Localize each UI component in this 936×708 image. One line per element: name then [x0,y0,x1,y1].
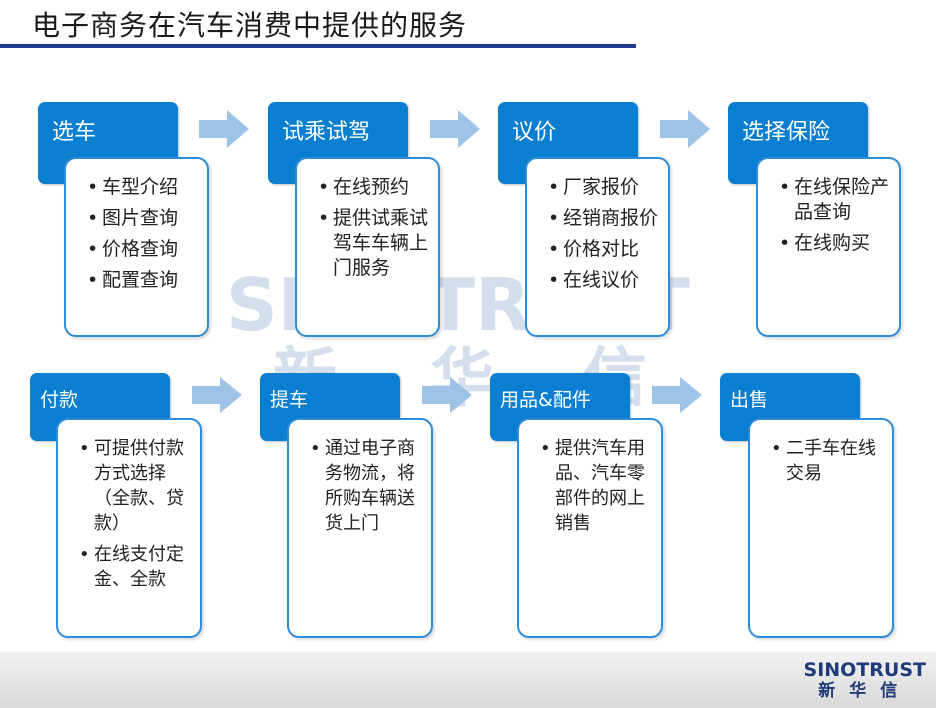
step-item: 图片查询 [87,206,207,231]
step-item: 通过电子商务物流，将所购车辆送货上门 [310,436,421,536]
arrow-right-icon [660,110,710,148]
step-item: 提供试乘试驾车车辆上门服务 [318,206,428,281]
step-title: 提车 [270,389,309,411]
sinotrust-logo: SINOTRUST 新华信 [804,660,926,702]
step-item: 在线议价 [548,268,658,293]
step-title: 议价 [512,120,557,145]
step-item: 可提供付款方式选择（全款、贷款） [79,436,190,536]
arrow-right-icon [199,110,249,148]
arrow-right-icon [192,377,242,413]
step-item: 在线购买 [779,231,889,256]
step-body-pickup: 通过电子商务物流，将所购车辆送货上门 [287,418,433,638]
step-title: 出售 [730,389,769,411]
arrow-right-icon [430,110,480,148]
step-body-insurance: 在线保险产品查询 在线购买 [756,157,901,337]
arrow-right-icon [422,377,472,413]
step-title: 选择保险 [742,120,831,145]
step-header-test-drive: 试乘试驾 [268,102,408,184]
step-item: 车型介绍 [87,175,207,200]
logo-cn: 新华信 [818,681,912,701]
footer-band [0,652,936,708]
page-title: 电子商务在汽车消费中提供的服务 [32,9,468,42]
step-body-sell: 二手车在线交易 [748,418,894,638]
step-title: 用品&配件 [500,389,591,411]
step-body-select-car: 车型介绍 图片查询 价格查询 配置查询 [64,157,209,337]
step-item: 配置查询 [87,268,207,293]
logo-en: SINOTRUST [803,659,926,681]
title-underline [0,44,636,48]
arrow-right-icon [652,377,702,413]
step-item: 价格对比 [548,237,658,262]
step-body-accessories: 提供汽车用品、汽车零部件的网上销售 [517,418,663,638]
step-title: 试乘试驾 [282,120,371,145]
step-item: 在线预约 [318,175,428,200]
step-item: 经销商报价 [548,206,658,231]
step-body-payment: 可提供付款方式选择（全款、贷款） 在线支付定金、全款 [56,418,202,638]
step-item: 在线保险产品查询 [779,175,889,225]
step-title: 选车 [52,120,97,145]
step-body-test-drive: 在线预约 提供试乘试驾车车辆上门服务 [295,157,440,337]
step-item: 在线支付定金、全款 [79,542,190,592]
step-item: 厂家报价 [548,175,658,200]
step-item: 二手车在线交易 [771,436,882,486]
step-item: 提供汽车用品、汽车零部件的网上销售 [540,436,651,536]
step-body-negotiate: 厂家报价 经销商报价 价格对比 在线议价 [525,157,670,337]
step-title: 付款 [40,389,79,411]
step-item: 价格查询 [87,237,207,262]
